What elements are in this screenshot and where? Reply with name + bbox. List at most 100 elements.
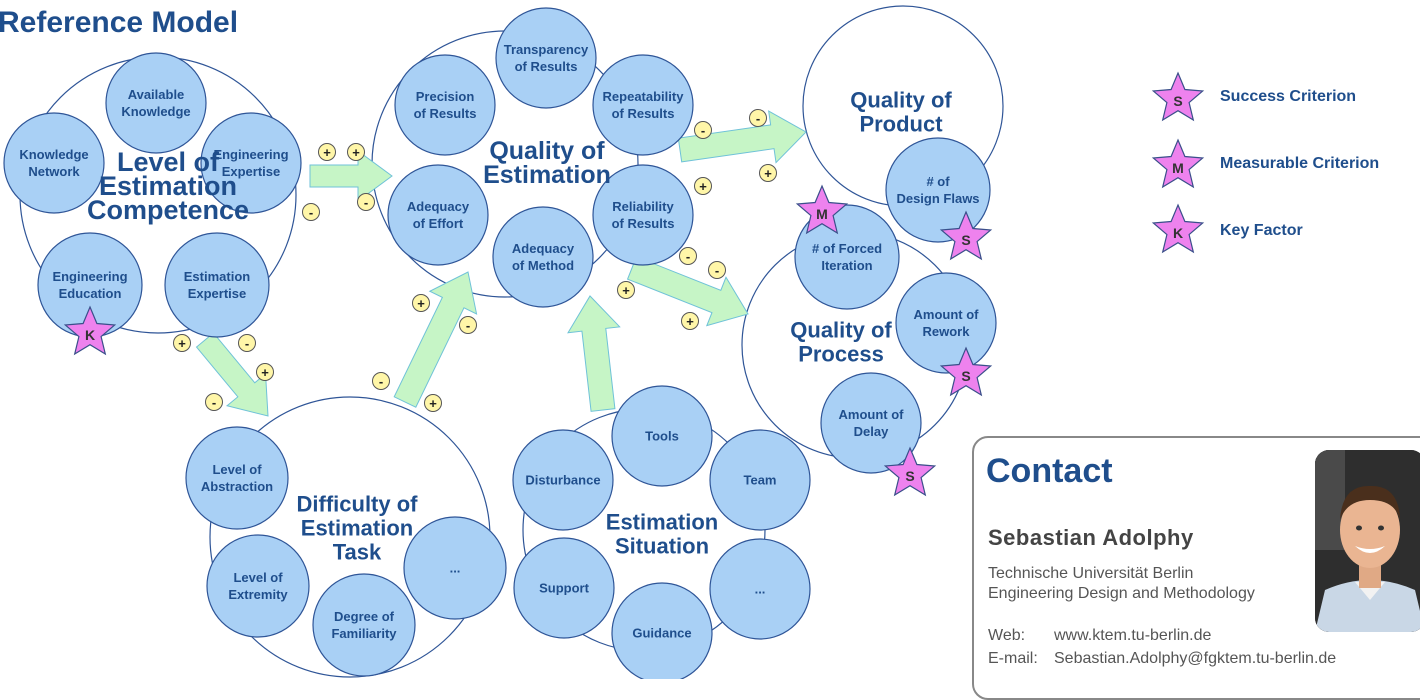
node-knowledge-network xyxy=(3,112,105,214)
success-star-design-flaws-letter: S xyxy=(961,232,970,248)
legend-measurable-star xyxy=(1151,138,1205,189)
sign-minus-label: - xyxy=(212,395,216,410)
node-adequacy-effort-label-line: Adequacy xyxy=(407,199,470,214)
node-transparency xyxy=(495,7,597,109)
sign-plus-label: + xyxy=(764,166,772,181)
sign-plus-label: + xyxy=(261,365,269,380)
sign-plus-0 xyxy=(318,143,336,161)
sign-minus-label: - xyxy=(364,195,368,210)
node-engineering-expertise-label-line: Expertise xyxy=(222,164,281,179)
sign-plus-14 xyxy=(694,177,712,195)
big-circle-difficulty-label-line: Difficulty of xyxy=(297,492,419,517)
node-degree-familiarity-label-line: Familiarity xyxy=(331,626,397,641)
big-circle-competence-label-line: Estimation xyxy=(99,171,237,201)
node-amount-rework-label-line: Amount of xyxy=(914,307,980,322)
sign-minus-7 xyxy=(205,393,223,411)
sign-plus-label: + xyxy=(352,145,360,160)
node-transparency-label-line: of Results xyxy=(515,59,578,74)
node-precision-label-line: Precision xyxy=(416,89,475,104)
node-level-abstraction xyxy=(185,426,289,530)
sign-plus-label: + xyxy=(417,296,425,311)
node-support xyxy=(513,537,615,639)
sign-minus-label: - xyxy=(379,374,383,389)
big-circle-competence-label-line: Level of xyxy=(117,147,220,177)
success-star-delay xyxy=(883,446,937,497)
contact-web-row: Web:www.ktem.tu-berlin.de xyxy=(988,627,1211,645)
node-amount-delay-label-line: Delay xyxy=(854,424,889,439)
node-reliability-label-line: Reliability xyxy=(612,199,674,214)
node-degree-familiarity xyxy=(312,573,416,677)
measurable-star-forced-iteration-letter: M xyxy=(816,206,828,222)
arrow-competence-to-difficulty xyxy=(195,332,269,417)
sign-minus-label: - xyxy=(715,263,719,278)
big-circle-quality-product-label-line: Quality of xyxy=(850,88,952,113)
node-amount-delay xyxy=(820,372,922,474)
node-engineering-education-label-line: Engineering xyxy=(52,269,127,284)
big-circle-situation-label-line: Situation xyxy=(615,534,709,559)
key-factor-star-engineering-education-letter: K xyxy=(85,327,95,343)
contact-name: Sebastian Adolphy xyxy=(988,525,1194,550)
page-title: Reference Model xyxy=(0,6,239,39)
node-engineering-expertise xyxy=(200,112,302,214)
sign-minus-label: - xyxy=(701,123,705,138)
big-circle-quality-process-label-line: Process xyxy=(798,342,884,367)
node-adequacy-effort-label-line: of Effort xyxy=(413,216,464,231)
node-forced-iteration-label-line: # of Forced xyxy=(812,241,882,256)
big-circle-quality-product-label-line: Product xyxy=(859,112,943,137)
node-support-label-line: Support xyxy=(539,581,589,596)
node-repeatability-label-line: of Results xyxy=(612,106,675,121)
node-situation-more xyxy=(709,538,811,640)
sign-minus-8 xyxy=(372,372,390,390)
reference-model-diagram: AvailableKnowledgeKnowledgeNetworkEngine… xyxy=(3,5,1205,679)
contact-mail-label: E-mail: xyxy=(988,650,1038,667)
node-forced-iteration-label-line: Iteration xyxy=(821,258,872,273)
node-design-flaws-label-line: # of xyxy=(926,174,950,189)
sign-plus-6 xyxy=(256,363,274,381)
sign-plus-10 xyxy=(412,294,430,312)
node-adequacy-method-label-line: Adequacy xyxy=(512,241,575,256)
big-circle-quality-estimation-label-line: Quality of xyxy=(489,137,605,165)
big-circle-quality-estimation-label-line: Estimation xyxy=(483,161,611,189)
contact-web-link[interactable]: www.ktem.tu-berlin.de xyxy=(1054,627,1212,644)
legend-measurable-label: Measurable Criterion xyxy=(1220,155,1380,172)
success-star-rework xyxy=(939,346,993,397)
sign-plus-18 xyxy=(617,281,635,299)
contact-org-department: Engineering Design and Methodology xyxy=(988,585,1255,602)
contact-mail-row: E-mail: Sebastian.Adolphy@fgktem.tu-berli… xyxy=(988,650,1336,668)
sign-minus-5 xyxy=(238,334,256,352)
legend-success-label: Success Criterion xyxy=(1220,88,1357,105)
sign-plus-label: + xyxy=(323,145,331,160)
node-estimation-expertise xyxy=(164,232,270,338)
legend-key-label: Key Factor xyxy=(1220,222,1303,239)
node-reliability xyxy=(592,164,694,266)
node-amount-rework xyxy=(895,272,997,374)
sign-minus-13 xyxy=(749,109,767,127)
node-tools-label-line: Tools xyxy=(645,429,679,444)
sign-minus-label: - xyxy=(309,205,313,220)
contact-mail-link[interactable]: Sebastian.Adolphy@fgktem.tu-berlin.de xyxy=(1054,650,1337,667)
legend-success-star-letter: S xyxy=(1173,93,1182,109)
node-level-abstraction-label-line: Level of xyxy=(212,462,262,477)
node-available-knowledge xyxy=(105,52,207,154)
sign-plus-label: + xyxy=(429,396,437,411)
arrow-competence-to-quality-estimation xyxy=(309,150,393,202)
legend-success-star xyxy=(1151,71,1205,122)
sign-minus-label: - xyxy=(245,336,249,351)
sign-plus-label: + xyxy=(622,283,630,298)
node-design-flaws xyxy=(885,137,991,243)
node-guidance-label-line: Guidance xyxy=(632,626,691,641)
success-star-design-flaws xyxy=(939,210,993,261)
measurable-star-forced-iteration xyxy=(795,184,849,235)
node-guidance xyxy=(611,582,713,679)
sign-minus-label: - xyxy=(686,249,690,264)
sign-minus-16 xyxy=(679,247,697,265)
node-amount-rework-label-line: Rework xyxy=(923,324,971,339)
node-repeatability-label-line: Repeatability xyxy=(603,89,685,104)
node-level-extremity-label-line: Level of xyxy=(233,570,283,585)
arrow-quality-estimation-to-product xyxy=(677,110,807,164)
sign-plus-4 xyxy=(173,334,191,352)
node-available-knowledge-label-line: Knowledge xyxy=(121,104,190,119)
node-disturbance xyxy=(512,429,614,531)
sign-minus-label: - xyxy=(466,318,470,333)
sign-plus-label: + xyxy=(178,336,186,351)
